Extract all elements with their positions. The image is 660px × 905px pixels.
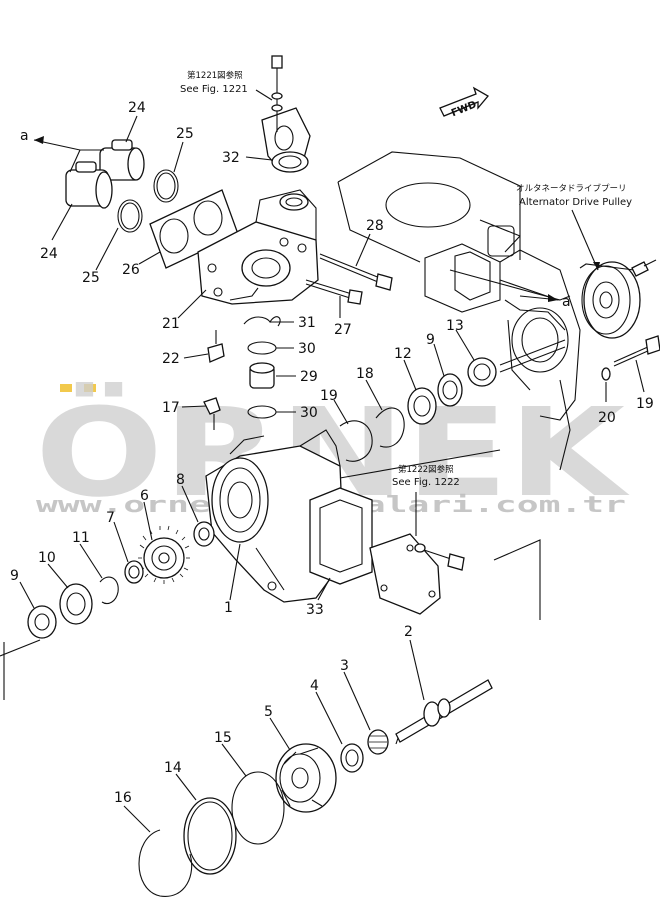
label-a-right: a [562,294,571,310]
callout-17: 17 [162,400,180,416]
callout-9-right: 9 [426,332,435,348]
pump-body [205,429,441,615]
callout-18: 18 [356,366,374,382]
bolt-20 [613,335,660,367]
callout-1: 1 [224,600,233,616]
callout-19: 19 [320,388,338,404]
callout-14: 14 [164,760,182,776]
callout-23: 22 [162,351,180,367]
ref-mid-jp: 第1222図参照 [398,464,454,475]
flange-bolt [414,543,465,571]
cover-14 [183,797,237,875]
callout-10: 10 [38,550,56,566]
bearing-10 [59,583,93,625]
leader-lines [19,115,645,833]
callout-26: 26 [122,262,140,278]
snap-ring-19 [339,420,373,462]
bolt-27 [305,279,363,305]
clip-31 [243,316,281,327]
callout-30-upper: 30 [298,341,316,357]
ref-mid-en: See Fig. 1222 [392,477,460,488]
thermostat-housing [197,189,319,305]
alternator-jp-label: オルタネータドライブプーリ [516,183,627,194]
callout-16: 16 [114,790,132,806]
o-ring-30-upper [247,341,277,355]
snap-ring-18 [375,407,405,448]
callout-28: 28 [366,218,384,234]
callout-30-lower: 30 [300,405,318,421]
callout-5: 5 [264,704,273,720]
callout-29: 29 [300,369,318,385]
callout-8: 8 [176,472,185,488]
thermostat-group: a [20,128,239,269]
callout-22: 21 [162,316,180,332]
callout-31: 31 [298,315,316,331]
outlet-elbow [261,55,311,173]
callout-7: 7 [106,510,115,526]
callout-2: 2 [404,624,413,640]
callout-15: 15 [214,730,232,746]
callout-24-upper: 24 [128,100,146,116]
bearing-9-right [437,373,463,407]
callout-3: 3 [340,658,349,674]
callout-11: 11 [72,530,90,546]
callout-20: 19 [636,396,654,412]
drain-plug-23 [207,330,225,363]
impeller-5 [275,743,337,813]
callout-6: 6 [140,488,149,504]
o-ring-15 [231,771,285,845]
spacer-7 [124,560,144,584]
label-a-left: a [20,128,29,144]
alternator-drive-pulley: オルタネータドライブプーリ Alternator Drive Pulley [516,183,641,339]
shaft-2 [395,679,493,745]
seal-3 [367,729,389,755]
washer-21 [601,367,611,381]
callout-25-upper: 25 [176,126,194,142]
watermark-accent-mark [84,384,96,392]
callout-27: 27 [334,322,352,338]
callout-24-lower: 24 [40,246,58,262]
callout-4: 4 [310,678,319,694]
snap-ring-16 [138,829,193,897]
bearing-9-left [27,605,57,639]
fwd-arrow-icon: FWD [439,86,489,119]
plug-29 [249,362,275,389]
seal-13 [467,357,497,387]
callout-25-lower: 25 [82,270,100,286]
ref-top-en: See Fig. 1221 [180,84,248,95]
callout-9-left: 9 [10,568,19,584]
bolt-28 [319,253,393,291]
callout-13: 13 [446,318,464,334]
ref-top-jp: 第1221図参照 [187,70,243,81]
watermark-accent-mark [60,384,72,392]
bearing-12 [407,387,437,425]
callout-12: 12 [394,346,412,362]
seal-4 [340,743,364,773]
pulley-bolt [631,259,657,277]
spacer-8 [193,521,215,547]
engine-block [337,151,581,471]
snap-ring-11 [99,576,119,605]
callout-32: 32 [222,150,240,166]
callout-labels: 24 24 25 25 26 21 32 28 27 31 30 29 30 2… [10,100,654,806]
callout-21: 20 [598,410,616,426]
valve-17 [203,397,221,430]
alternator-en-label: Alternator Drive Pulley [519,197,632,208]
gear-6 [138,525,190,584]
callout-33: 33 [306,602,324,618]
